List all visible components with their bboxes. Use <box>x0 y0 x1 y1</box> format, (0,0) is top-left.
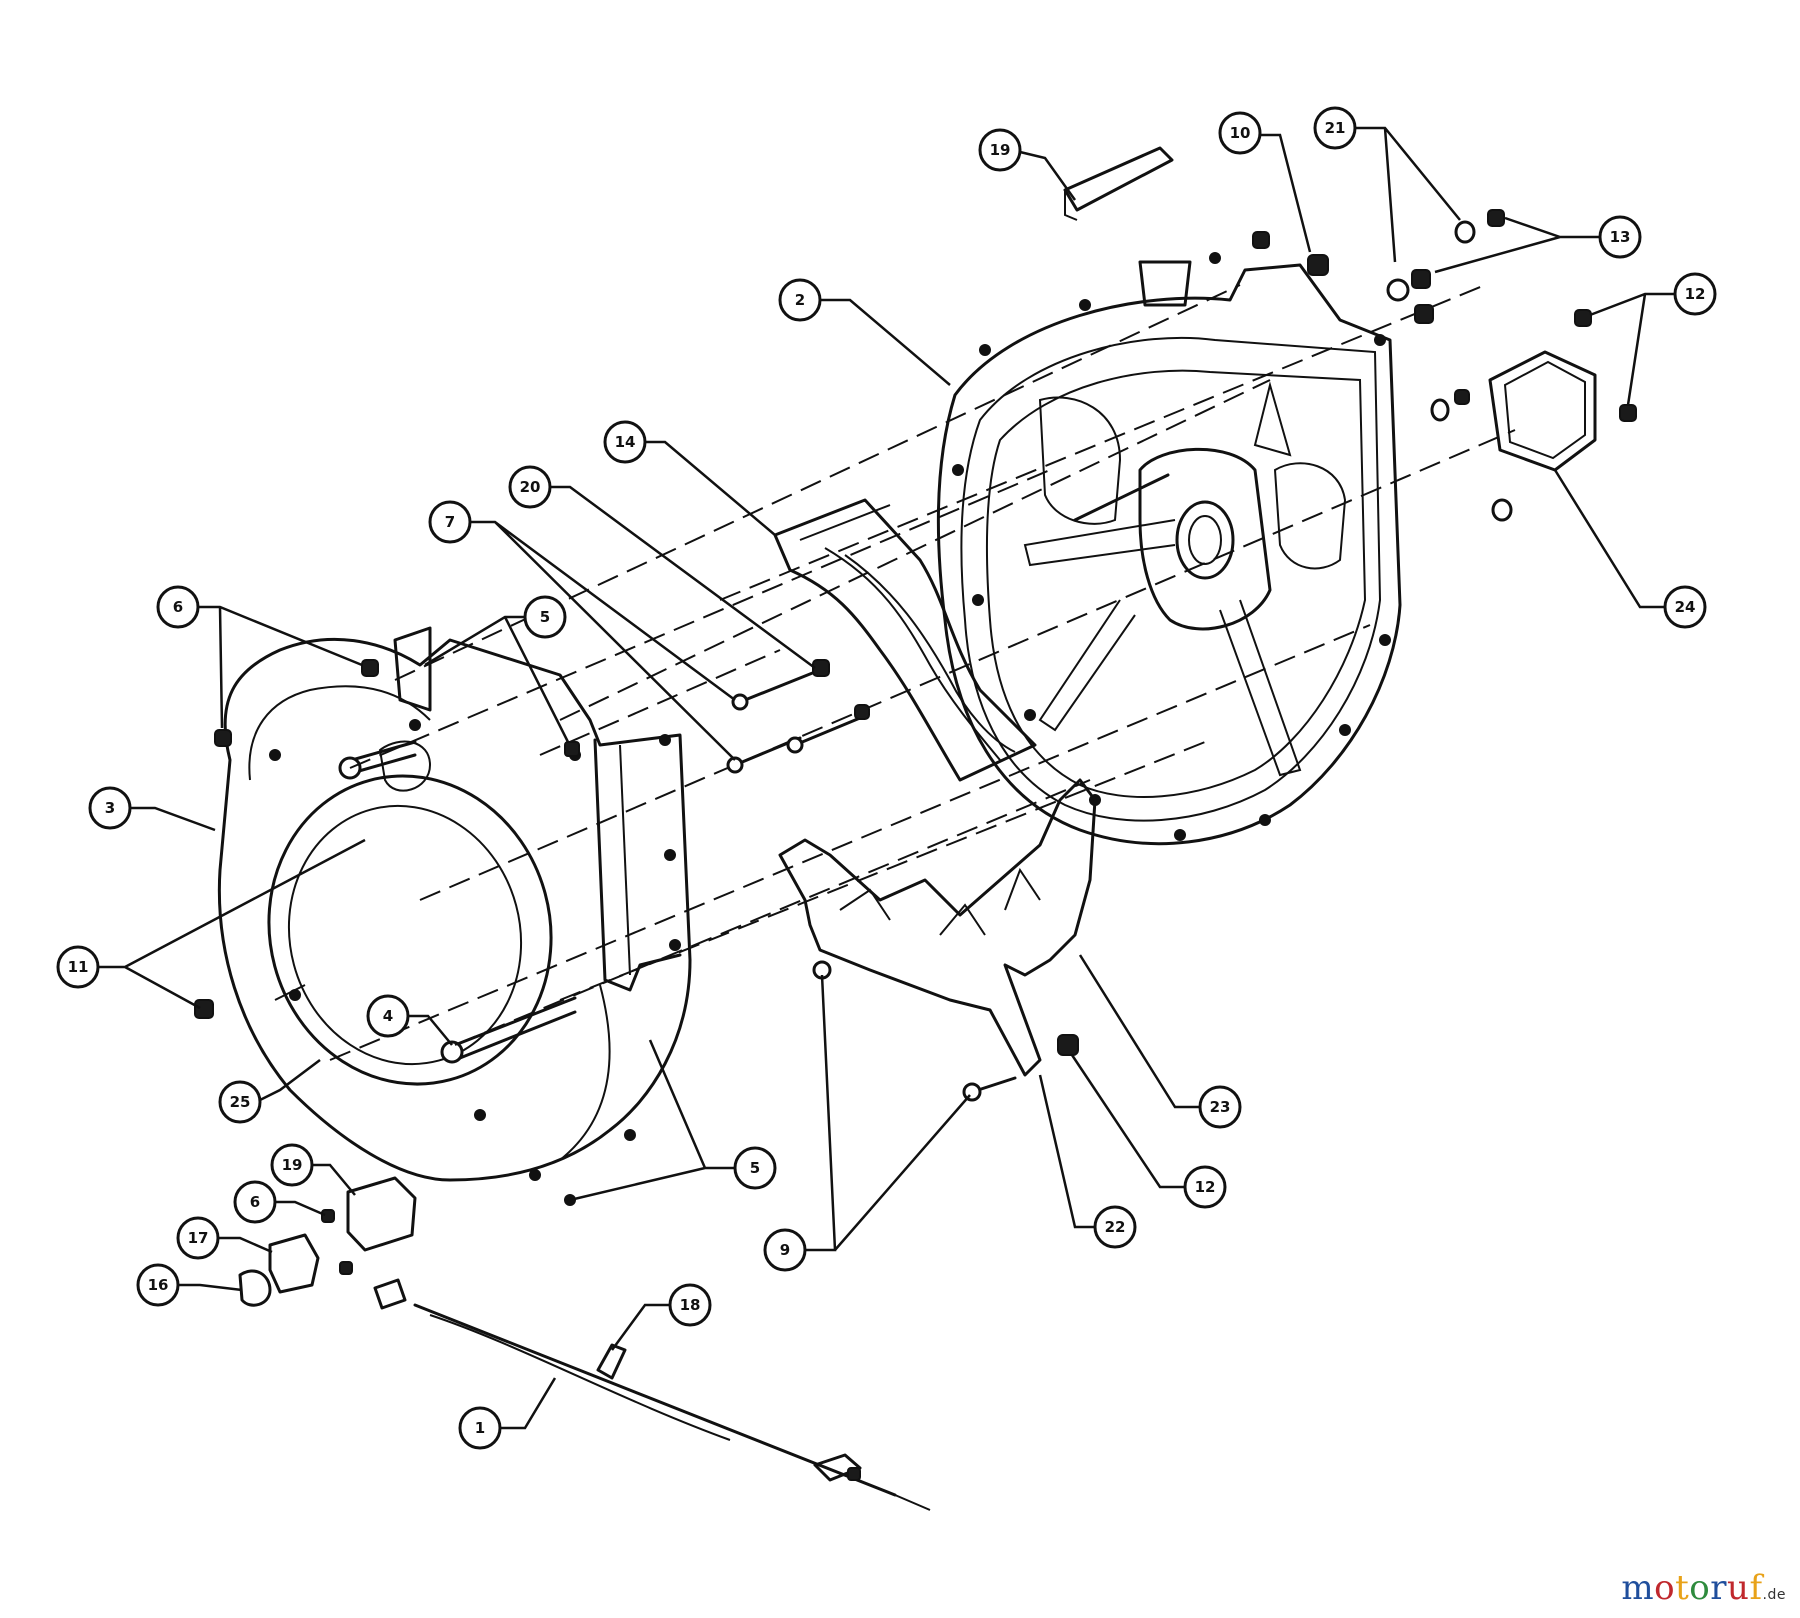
callout-label: 10 <box>1230 124 1251 142</box>
callout-label: 19 <box>990 141 1011 159</box>
callout-label: 19 <box>282 1156 303 1174</box>
callout-label: 11 <box>68 958 89 976</box>
watermark-logo: motoruf.de <box>1621 1568 1786 1608</box>
callout-circle <box>156 585 200 629</box>
callout-circle <box>1598 215 1642 259</box>
callout-circle <box>1198 1085 1242 1129</box>
gasket-part-24 <box>1488 350 1597 472</box>
callout-circle <box>366 994 410 1038</box>
watermark-suffix: .de <box>1762 1587 1786 1603</box>
callout-label: 4 <box>383 1007 393 1025</box>
callout-label: 12 <box>1195 1178 1216 1196</box>
callout-circle <box>233 1180 277 1224</box>
callout-label: 20 <box>520 478 541 496</box>
blower-housing <box>217 626 692 1206</box>
callout-circle <box>523 595 567 639</box>
callout-circle <box>978 128 1022 172</box>
callout-circle <box>668 1283 712 1327</box>
callout-circle <box>270 1143 314 1187</box>
callout-label: 22 <box>1105 1218 1126 1236</box>
callout-label: 6 <box>250 1193 260 1211</box>
callout-circle <box>603 420 647 464</box>
callout-label: 25 <box>230 1093 251 1111</box>
watermark-letter: o <box>1689 1568 1711 1608</box>
watermark-letter: u <box>1727 1568 1750 1608</box>
callout-circle <box>88 786 132 830</box>
callout-label: 21 <box>1325 119 1346 137</box>
callout-label: 7 <box>445 513 455 531</box>
callout-circle <box>176 1216 220 1260</box>
callout-label: 5 <box>540 608 550 626</box>
callout-circle <box>763 1228 807 1272</box>
callout-label: 1 <box>475 1419 485 1437</box>
watermark-letter: r <box>1710 1568 1728 1608</box>
callout-circle <box>428 500 472 544</box>
bracket-part-23 <box>778 778 1097 1077</box>
callout-circle <box>1183 1165 1227 1209</box>
callout-circle <box>508 465 552 509</box>
callout-circle <box>218 1080 262 1124</box>
watermark-letter: f <box>1749 1568 1763 1608</box>
callout-label: 14 <box>615 433 636 451</box>
callout-circle <box>1313 106 1357 150</box>
watermark-letter: m <box>1621 1568 1655 1608</box>
callout-label: 13 <box>1610 228 1631 246</box>
callout-circle <box>1218 111 1262 155</box>
callout-label: 6 <box>173 598 183 616</box>
callout-label: 5 <box>750 1159 760 1177</box>
callout-circle <box>778 278 822 322</box>
callout-circle <box>136 1263 180 1307</box>
strap-part-14 <box>773 498 1037 782</box>
fan-housing <box>936 252 1402 846</box>
callout-label: 2 <box>795 291 805 309</box>
callout-label: 24 <box>1675 598 1696 616</box>
callout-circle <box>1673 272 1717 316</box>
callout-circle <box>1093 1205 1137 1249</box>
hardware <box>194 146 1637 1511</box>
callout-circle <box>1663 585 1707 629</box>
callout-label: 23 <box>1210 1098 1231 1116</box>
callout-label: 18 <box>680 1296 701 1314</box>
callout-circle <box>56 945 100 989</box>
callout-label: 12 <box>1685 285 1706 303</box>
assembly-lines <box>329 284 1516 1061</box>
callout-label: 3 <box>105 799 115 817</box>
callout-circle <box>458 1406 502 1450</box>
callout-label: 16 <box>148 1276 169 1294</box>
callout-label: 17 <box>188 1229 209 1247</box>
callouts: 19 10 21 13 2 12 14 20 7 6 <box>56 106 1717 1450</box>
watermark-letter: o <box>1654 1568 1676 1608</box>
watermark-letter: t <box>1675 1568 1690 1608</box>
callout-circle <box>733 1146 777 1190</box>
callout-label: 9 <box>780 1241 790 1259</box>
